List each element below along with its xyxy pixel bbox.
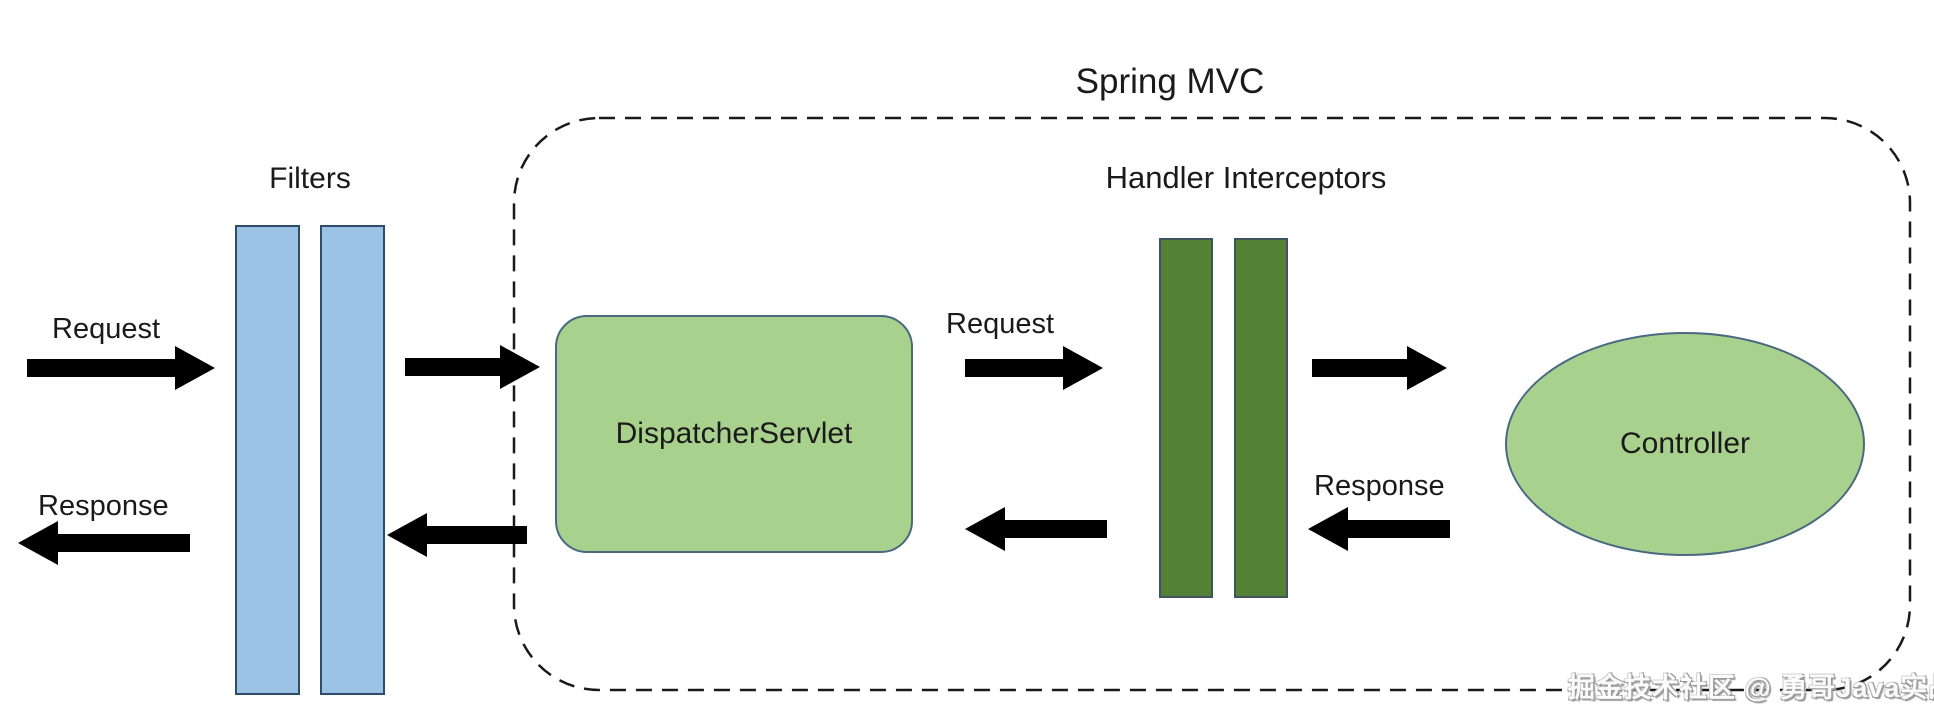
arrow-response-controller-to-interceptors-icon [1308,507,1450,551]
arrow-shaft [56,534,190,552]
arrow-head [1308,507,1348,551]
client-request-label: Request [52,313,161,345]
filter-bar-2 [320,225,385,695]
filters-label: Filters [269,162,351,195]
arrow-head [965,507,1005,551]
arrow-head [1407,346,1447,390]
dispatcher-servlet-label: DispatcherServlet [615,417,853,450]
handler-interceptors-label: Handler Interceptors [1105,160,1387,195]
spring-mvc-title: Spring MVC [1075,62,1265,101]
arrow-head [1063,346,1103,390]
interceptor-bar-2 [1234,238,1288,598]
arrow-shaft [425,526,527,544]
arrow-shaft [1346,520,1450,538]
arrow-head [387,513,427,557]
arrow-request-client-to-filters-icon [27,346,215,390]
spring-mvc-dashed-border [512,116,1912,692]
arrow-response-interceptors-to-dispatcher-icon [965,507,1107,551]
controller-shape: Controller [1505,332,1865,556]
servlet-request-label: Request [946,308,1055,340]
arrow-request-interceptors-to-controller-icon [1312,346,1447,390]
arrow-request-dispatcher-to-interceptors-icon [965,346,1103,390]
servlet-response-label: Response [1314,470,1445,502]
arrow-shaft [965,359,1065,377]
arrow-request-filters-to-dispatcher-icon [405,345,540,389]
client-response-label: Response [38,490,169,522]
arrow-shaft [1312,359,1409,377]
arrow-response-dispatcher-to-filters-icon [387,513,527,557]
interceptor-bar-1 [1159,238,1213,598]
watermark-text: 掘金技术社区 @ 勇哥Java实战 [1568,673,1934,703]
arrow-shaft [1003,520,1107,538]
arrow-head [500,345,540,389]
arrow-shaft [27,359,177,377]
arrow-shaft [405,358,502,376]
arrow-head [175,346,215,390]
arrow-response-filters-to-client-icon [18,521,190,565]
controller-label: Controller [1619,427,1751,460]
dispatcher-servlet-shape: DispatcherServlet [555,315,913,553]
arrow-head [18,521,58,565]
filter-bar-1 [235,225,300,695]
